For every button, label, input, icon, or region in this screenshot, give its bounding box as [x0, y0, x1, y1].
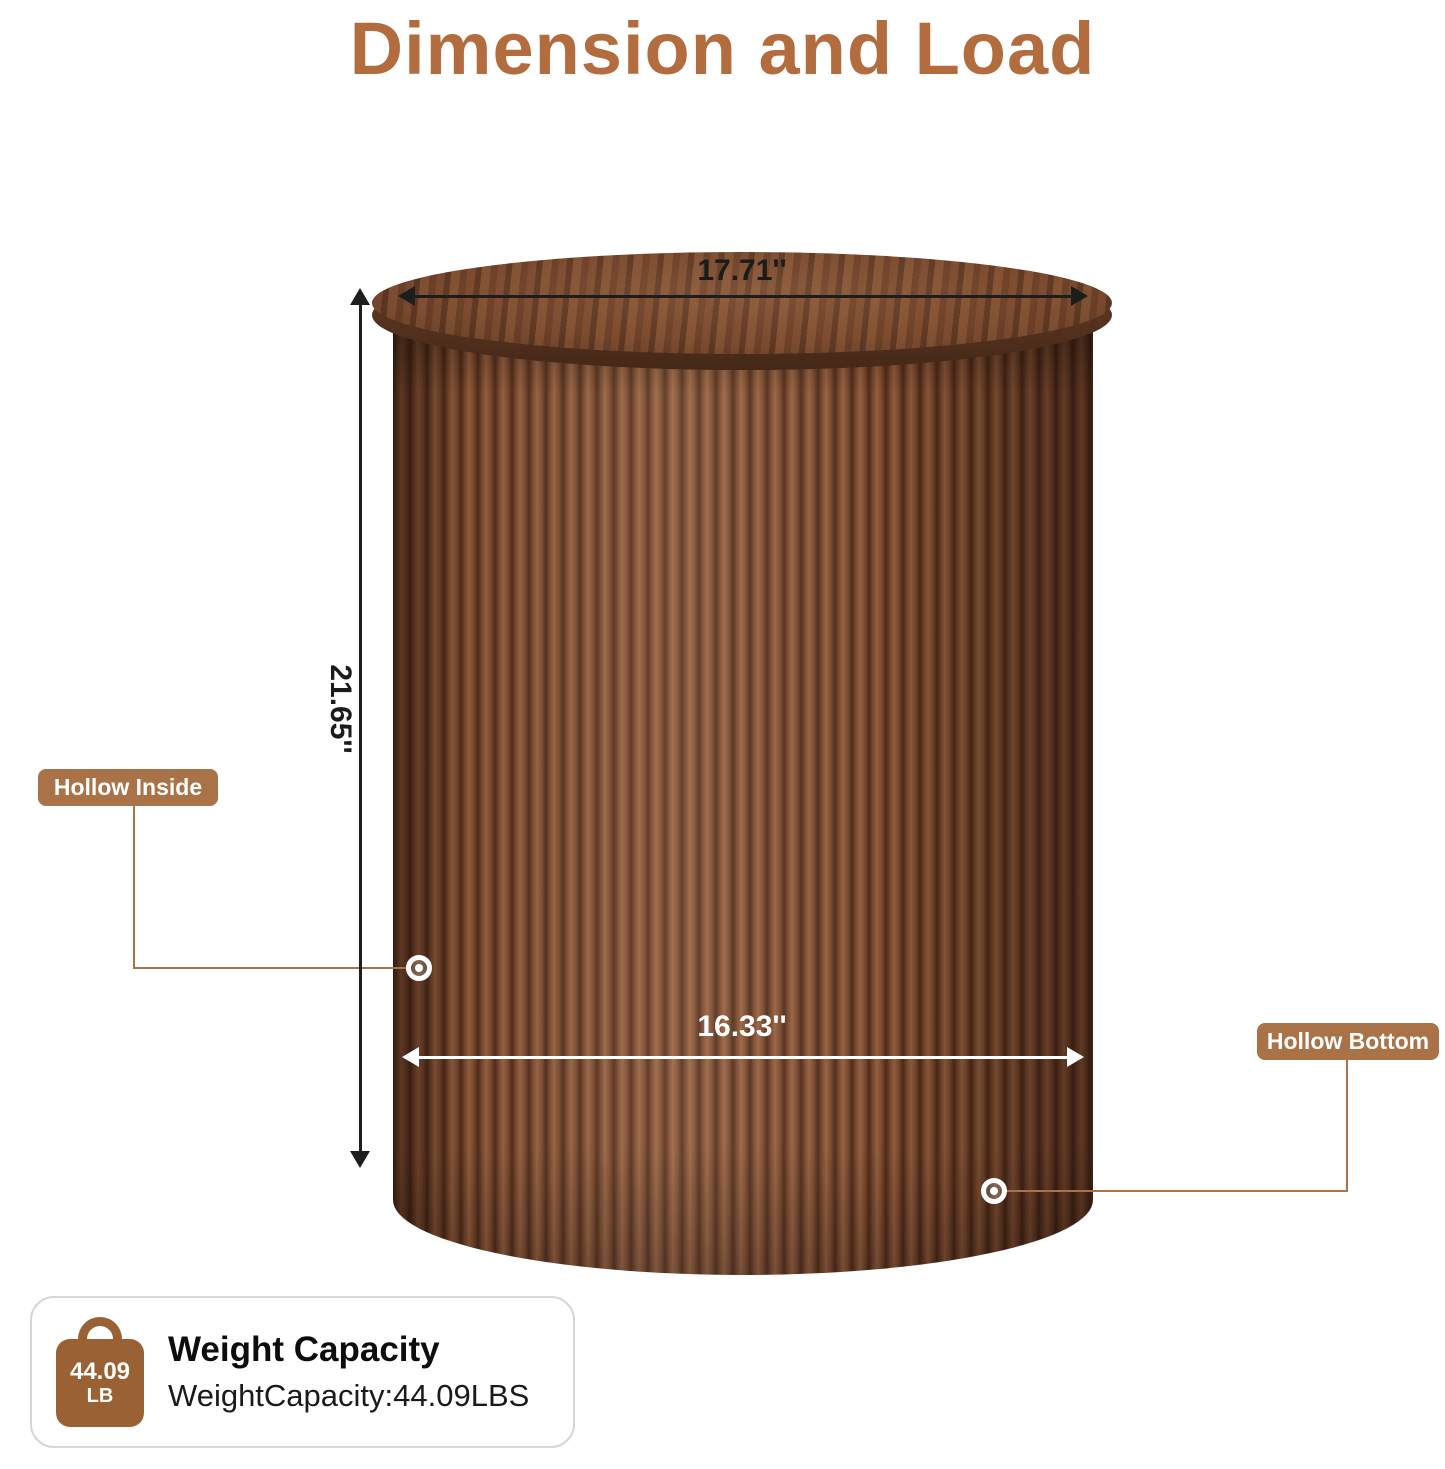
hollow-bottom-point-icon: [981, 1178, 1007, 1204]
weight-handle-icon: [78, 1317, 122, 1343]
weight-icon: 44.09 LB: [56, 1317, 144, 1427]
hollow-bottom-connector-vertical: [1346, 1060, 1348, 1192]
page-title: Dimension and Load: [349, 7, 1096, 90]
bottom-width-arrow: [402, 1047, 1084, 1067]
weight-block-icon: 44.09 LB: [56, 1339, 144, 1427]
arrow-line: [406, 294, 1080, 298]
hollow-bottom-label: Hollow Bottom: [1257, 1023, 1439, 1060]
bottom-width-label: 16.33'': [697, 1010, 787, 1043]
arrowhead-down-icon: [350, 1151, 370, 1168]
hollow-inside-point-icon: [406, 955, 432, 981]
capacity-title: Weight Capacity: [168, 1330, 440, 1369]
weight-icon-unit: LB: [86, 1385, 114, 1408]
arrowhead-right-icon: [1071, 286, 1088, 306]
arrowhead-right-icon: [1067, 1047, 1084, 1067]
height-label: 21.65'': [324, 664, 357, 754]
arrow-line: [358, 296, 362, 1160]
hollow-inside-connector-horizontal: [133, 967, 409, 969]
arrow-line: [410, 1055, 1076, 1059]
capacity-subtitle: WeightCapacity:44.09LBS: [168, 1378, 530, 1413]
weight-capacity-card: 44.09 LB Weight Capacity WeightCapacity:…: [30, 1296, 575, 1448]
height-arrow: [350, 288, 370, 1168]
table-body: [393, 300, 1093, 1275]
capacity-text: Weight Capacity WeightCapacity:44.09LBS: [168, 1330, 529, 1414]
table-top: [372, 252, 1112, 354]
top-width-label: 17.71'': [697, 254, 787, 287]
weight-icon-value: 44.09: [69, 1357, 131, 1385]
point-dot-icon: [990, 1187, 998, 1195]
hollow-inside-label: Hollow Inside: [38, 769, 218, 806]
hollow-inside-connector-vertical: [133, 806, 135, 969]
point-dot-icon: [415, 964, 423, 972]
hollow-bottom-connector-horizontal: [1006, 1190, 1348, 1192]
top-width-arrow: [398, 286, 1088, 306]
